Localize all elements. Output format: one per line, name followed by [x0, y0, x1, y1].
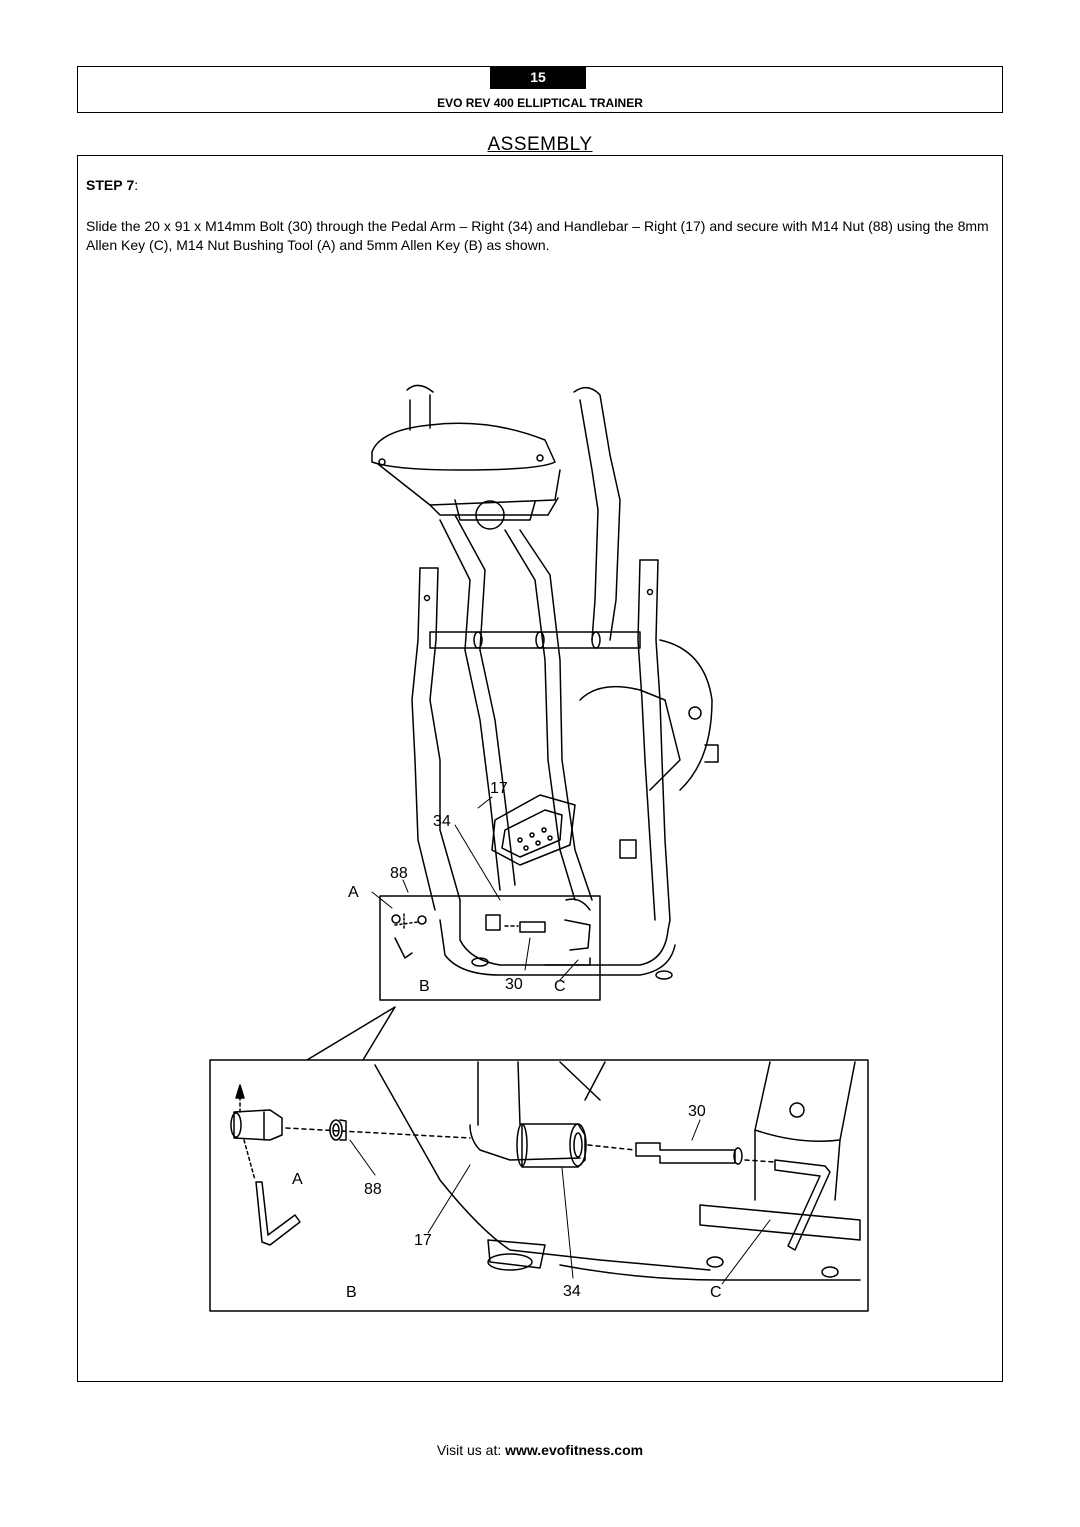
- detail-label-C: C: [710, 1284, 722, 1301]
- static-uprights: [411, 559, 671, 921]
- detail-pointer: [306, 1006, 396, 1061]
- lower-frame: [439, 839, 676, 980]
- main-label-B: B: [419, 978, 430, 995]
- main-label-88: 88: [390, 865, 408, 882]
- content-box: [77, 155, 1003, 1382]
- detail-label-30: 30: [688, 1103, 706, 1120]
- frame-body: [579, 639, 719, 791]
- main-label-34: 34: [433, 813, 451, 830]
- document-title: EVO REV 400 ELLIPTICAL TRAINER: [437, 96, 643, 110]
- section-title: ASSEMBLY: [487, 134, 593, 155]
- detail-label-34: 34: [563, 1283, 581, 1300]
- detail-illustration: [230, 1061, 861, 1281]
- main-box-parts: [391, 898, 591, 966]
- step-instructions: Slide the 20 x 91 x M14mm Bolt (30) thro…: [86, 218, 989, 253]
- main-label-C: C: [554, 978, 566, 995]
- detail-label-B: B: [346, 1284, 357, 1301]
- detail-label-A: A: [292, 1171, 303, 1188]
- page-number: 15: [490, 66, 586, 89]
- main-label-17: 17: [490, 780, 508, 797]
- detail-box: [209, 1059, 869, 1312]
- moving-handlebars: [439, 514, 593, 901]
- detail-label-88: 88: [364, 1181, 382, 1198]
- main-label-30: 30: [505, 976, 523, 993]
- crossbar: [429, 631, 641, 649]
- footer: Visit us at: www.evofitness.com: [0, 1442, 1080, 1458]
- step-label: STEP: [86, 177, 123, 193]
- handlebar-right-upper: [573, 386, 621, 641]
- pedal: [491, 794, 576, 866]
- footer-url-link[interactable]: www.evofitness.com: [505, 1442, 644, 1458]
- main-label-A: A: [348, 884, 359, 901]
- step-colon: :: [134, 177, 139, 193]
- detail-label-17: 17: [414, 1232, 432, 1249]
- main-callout-box: [379, 895, 601, 1001]
- step-heading: STEP 7:: [86, 177, 138, 193]
- footer-prefix: Visit us at:: [436, 1442, 506, 1458]
- leader-lines: [349, 796, 771, 1285]
- console-illustration: [371, 384, 561, 530]
- step-number: 7: [126, 177, 135, 193]
